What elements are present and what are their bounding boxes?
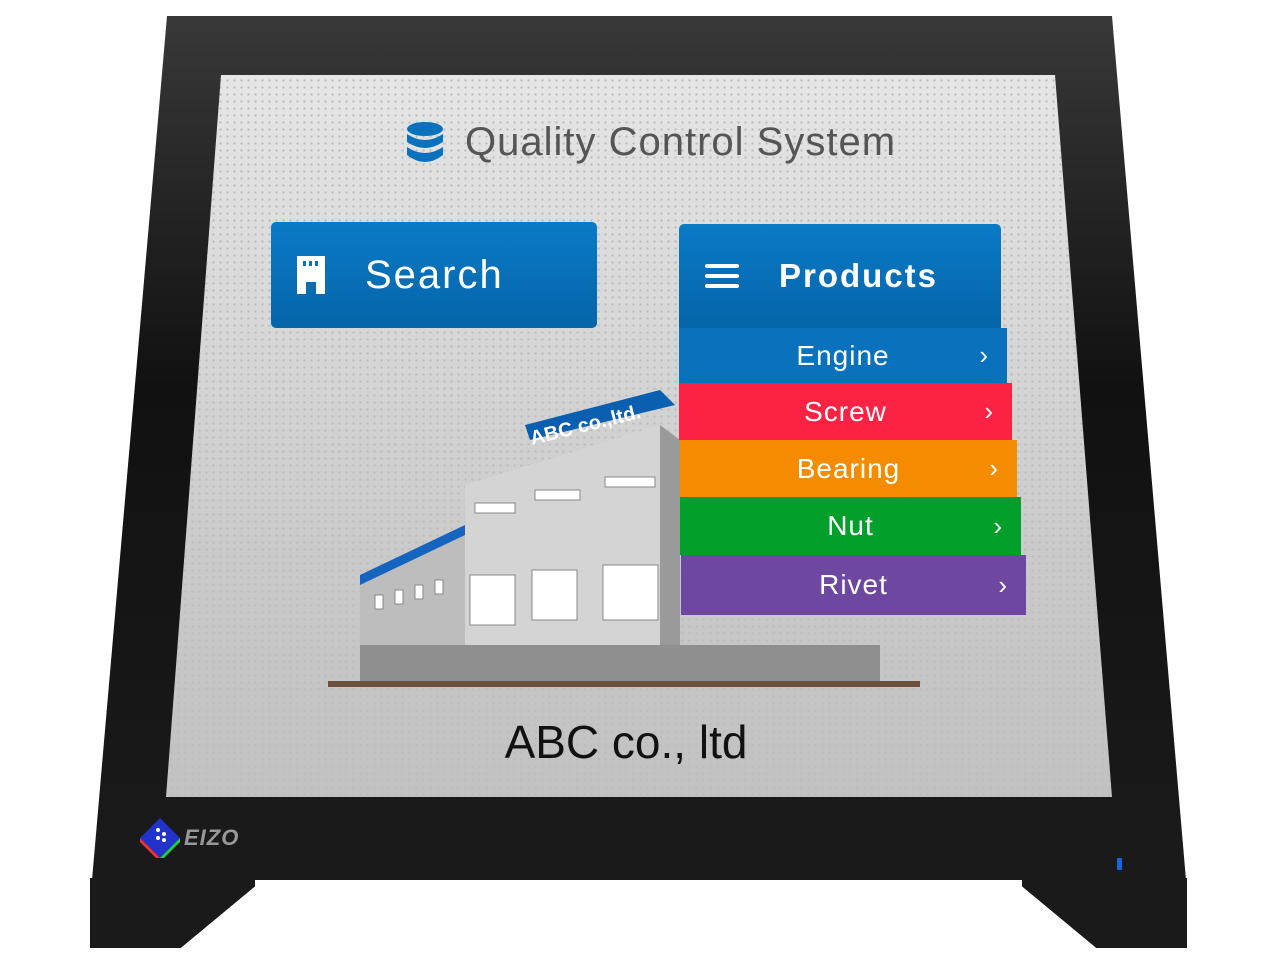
product-item-label: Nut [827,510,874,541]
product-item-screw[interactable]: Screw › [679,383,1012,440]
app-title-text: Quality Control System [465,120,897,164]
product-item-bearing[interactable]: Bearing › [680,440,1017,497]
product-item-label: Screw [804,395,887,427]
eizo-logo: EIZO [140,818,239,858]
chevron-right-icon: › [984,396,994,426]
products-menu-header[interactable]: Products [679,224,1001,328]
building-icon [297,256,325,294]
menu-icon [705,264,739,288]
chevron-right-icon: › [989,453,999,483]
monitor-stand-right [1022,878,1187,948]
factory-illustration: ABC co.,ltd. [328,390,920,687]
products-menu-label: Products [779,257,939,294]
brand-name: EIZO [184,825,240,850]
product-item-nut[interactable]: Nut › [680,497,1021,555]
product-item-label: Rivet [819,569,888,600]
product-item-engine[interactable]: Engine › [679,328,1007,383]
monitor-stand-left [90,878,255,948]
search-button-label: Search [365,252,504,297]
app-title: Quality Control System [405,120,896,165]
chevron-right-icon: › [993,510,1003,541]
eizo-logo-icon [140,818,180,858]
power-indicator [1117,858,1122,870]
chevron-right-icon: › [998,569,1008,600]
search-button[interactable]: Search [271,222,597,328]
company-name: ABC co., ltd [504,716,748,768]
chevron-right-icon: › [979,340,989,370]
database-icon [407,121,443,162]
product-item-label: Bearing [796,452,901,484]
product-item-label: Engine [796,339,890,371]
product-item-rivet[interactable]: Rivet › [681,555,1026,615]
